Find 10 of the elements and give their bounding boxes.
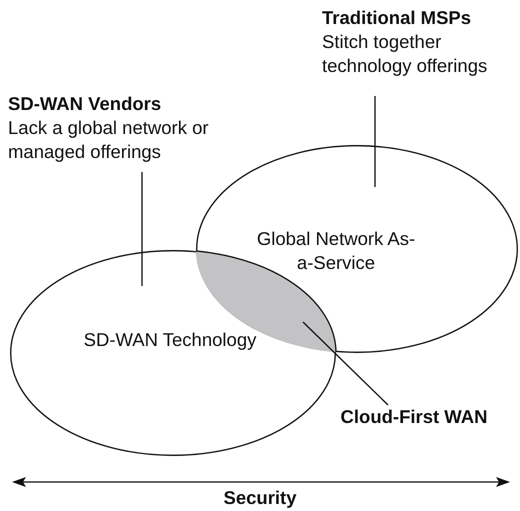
callout-heading: Cloud-First WAN (340, 405, 488, 429)
callout-text: Lack a global network or managed offerings (8, 116, 210, 164)
leader-line (374, 96, 376, 187)
callout-heading: Traditional MSPs (322, 6, 472, 30)
leader-line (141, 172, 143, 286)
callout-text: Stitch together technology offerings (322, 30, 488, 78)
circle-label: Global Network As- a-Service (256, 227, 416, 275)
axis-label: Security (222, 486, 298, 510)
circle-label: SD-WAN Technology (82, 328, 258, 352)
callout-heading: SD-WAN Vendors (8, 92, 162, 116)
